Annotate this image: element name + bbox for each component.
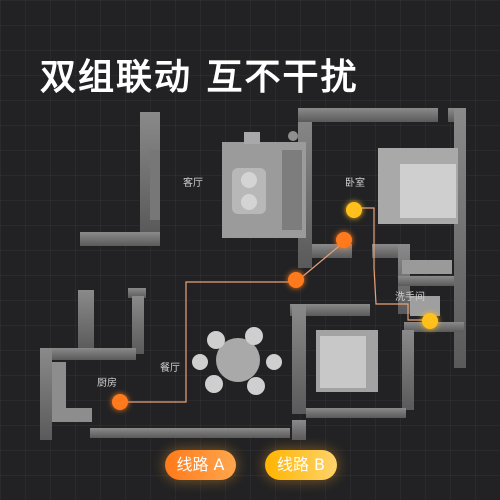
node-bedroom-b [346,202,362,218]
node-bathroom [422,313,438,329]
bathroom-sink [410,296,440,316]
second-bedroom-bed [316,330,378,392]
wire-line-b [354,207,428,321]
living-room-furniture [222,131,306,238]
line-b-pill: 线路 B [265,450,337,480]
room-label-bathroom: 洗手间 [395,290,425,303]
line-a-label: 线路 A [176,455,225,474]
node-kitchen [112,394,128,410]
line-a-pill: 线路 A [165,450,236,480]
bedroom-bed [378,148,458,274]
room-label-bedroom: 卧室 [345,176,365,189]
node-bedroom-a [336,232,352,248]
room-label-living: 客厅 [183,176,203,189]
room-label-kitchen: 厨房 [97,376,117,389]
switch-nodes [112,202,438,410]
tv-cabinet [150,150,160,220]
line-b-label: 线路 B [276,455,326,474]
room-label-dining: 餐厅 [160,361,180,374]
kitchen-counter [52,362,92,422]
dining-table [192,327,282,395]
node-living [288,272,304,288]
headline: 双组联动 互不干扰 [40,57,359,98]
